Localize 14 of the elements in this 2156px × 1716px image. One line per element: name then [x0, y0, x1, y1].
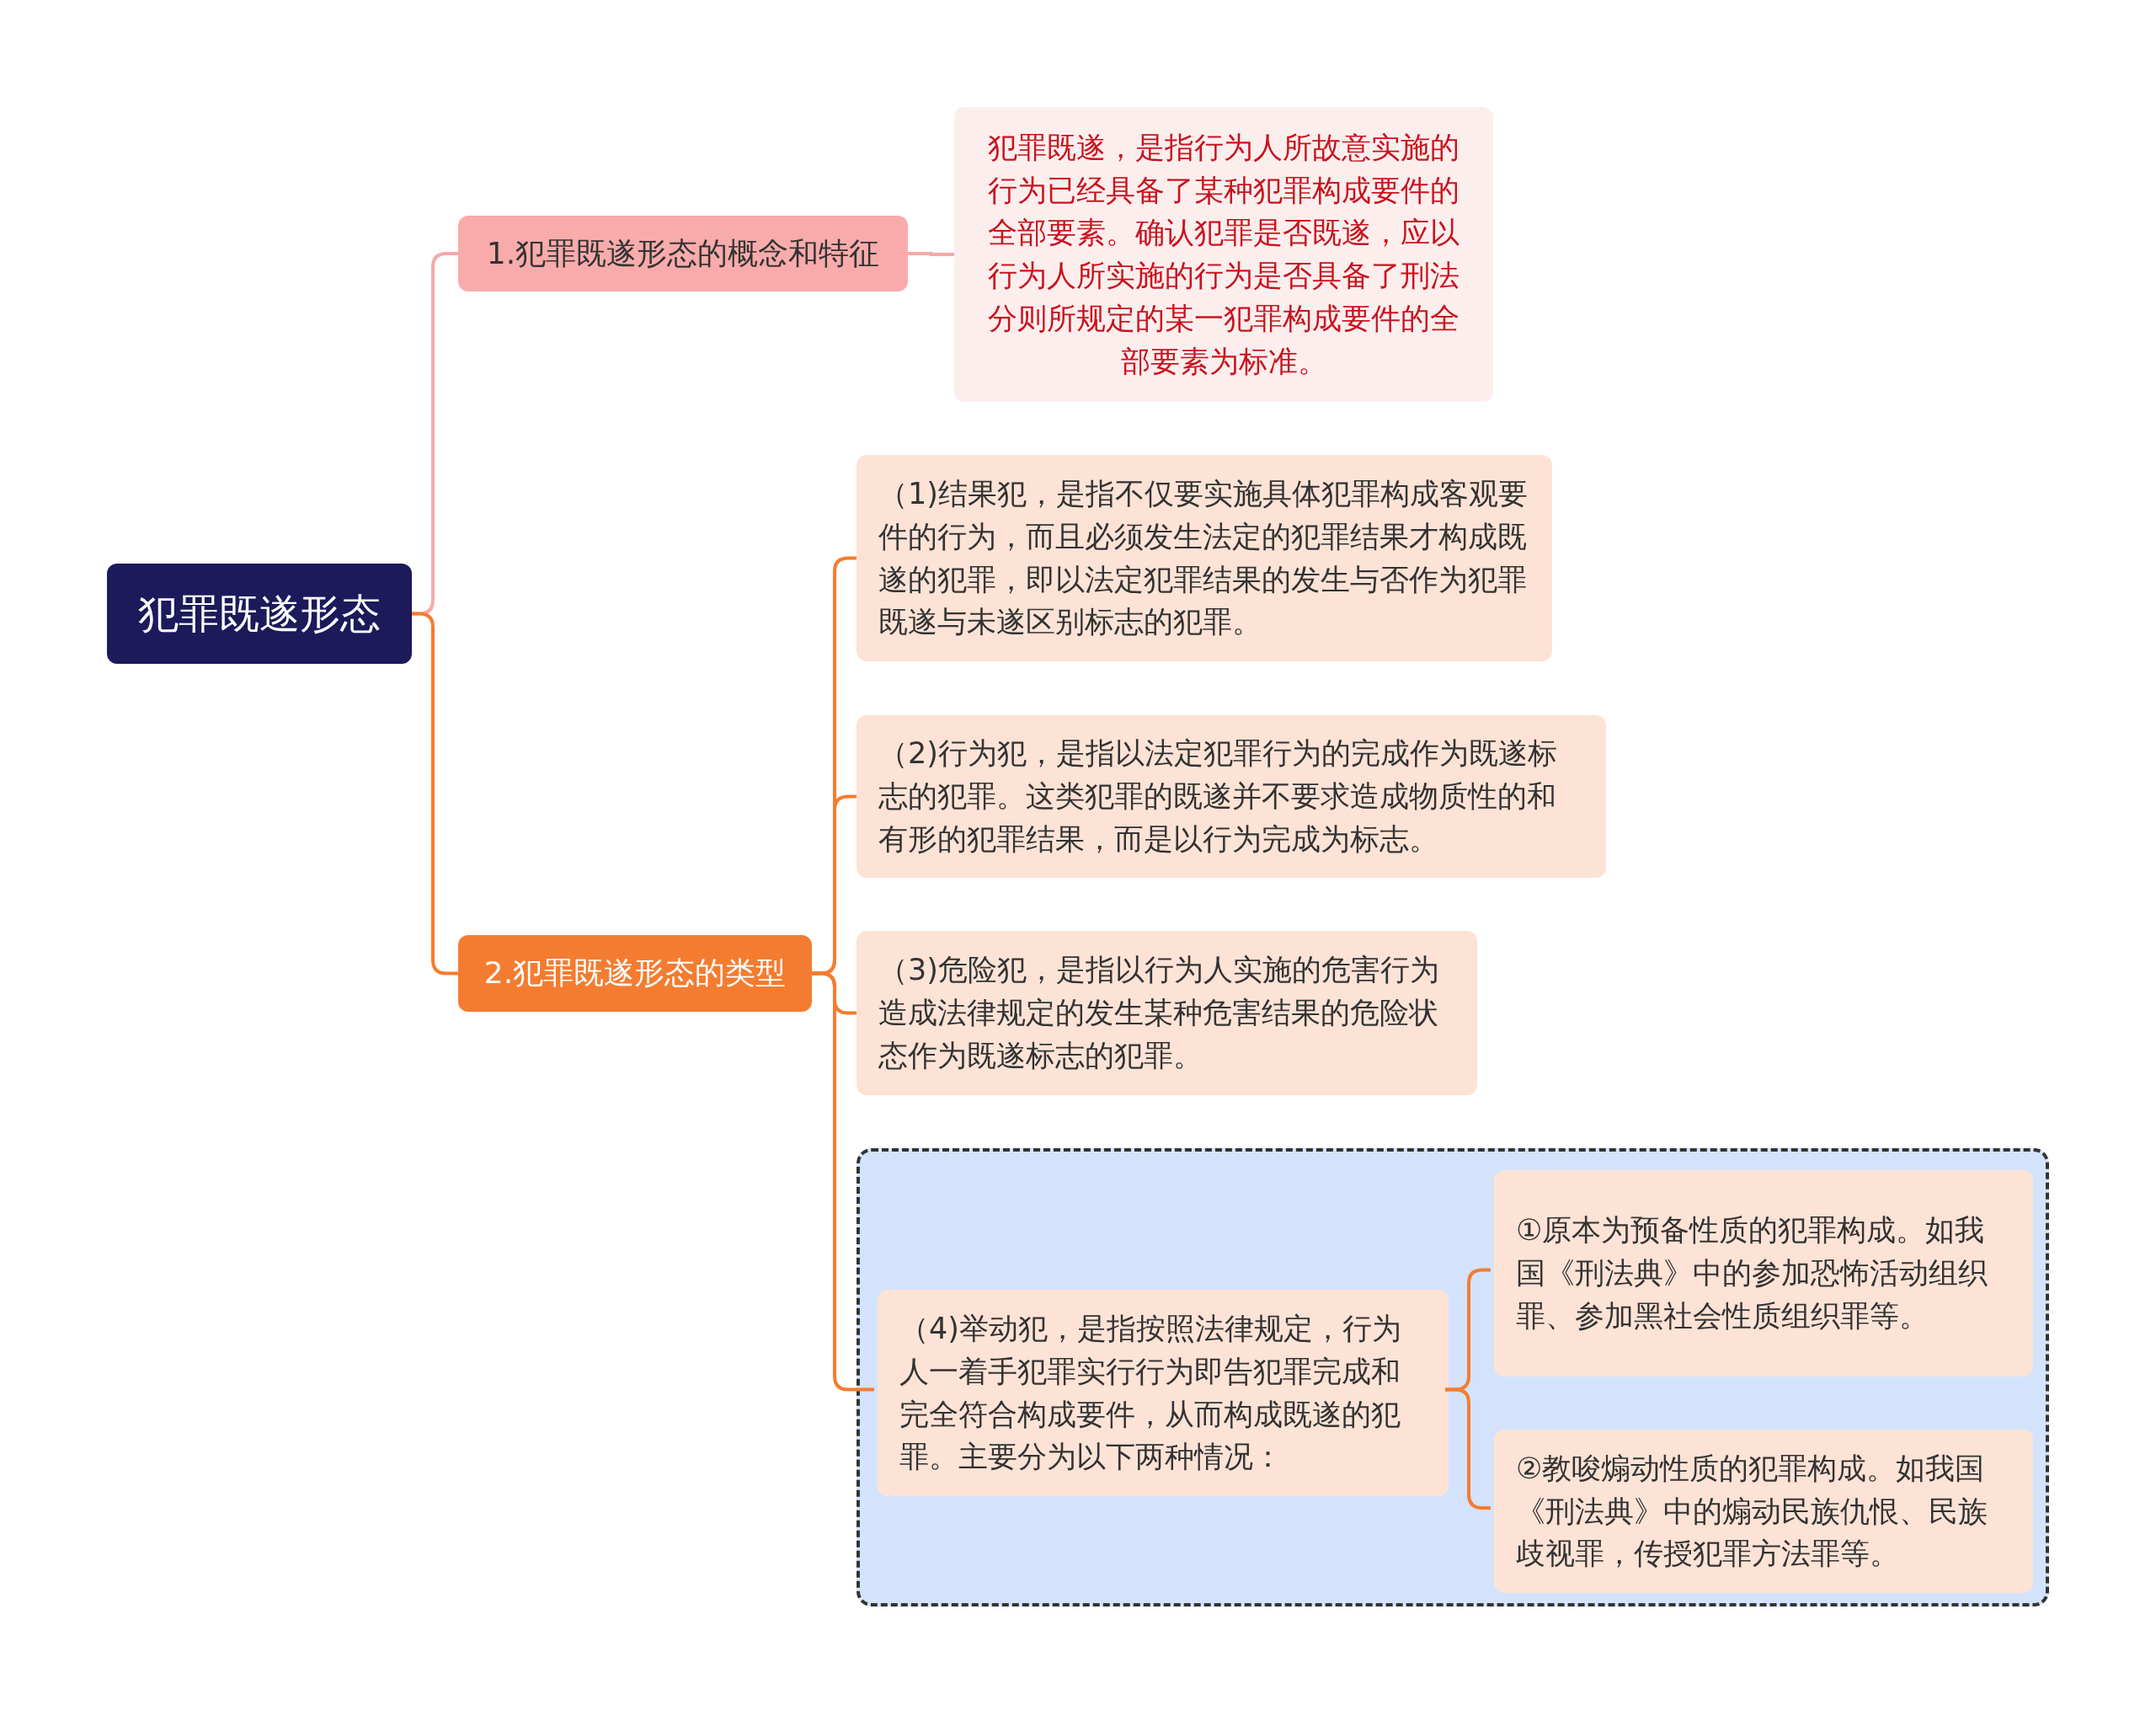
connector-line [812, 971, 874, 1392]
text-box: （2)行为犯，是指以法定犯罪行为的完成作为既遂标志的犯罪。这类犯罪的既遂并不要求造成物质性的和有形的犯罪结果，而是以行为完成为标志。 [857, 715, 1606, 878]
root-topic-box: 犯罪既遂形态 [107, 564, 412, 664]
topic-box: 1.犯罪既遂形态的概念和特征 [458, 216, 908, 291]
text-box: 犯罪既遂，是指行为人所故意实施的行为已经具备了某种犯罪构成要件的全部要素。确认犯罪是否既遂，应以行为人所实施的行为是否具备了刑法分则所规定的某一犯罪构成要件的全部要素为标准。 [954, 107, 1493, 402]
connector-line [1445, 1387, 1491, 1510]
connector-line [908, 252, 954, 256]
text-box: （1)结果犯，是指不仅要实施具体犯罪构成客观要件的行为，而且必须发生法定的犯罪结果才构成既遂的犯罪，即以法定犯罪结果的发生与否作为犯罪既遂与未遂区别标志的犯罪。 [857, 455, 1552, 661]
group-frame [857, 1148, 2049, 1606]
text-box: ②教唆煽动性质的犯罪构成。如我国《刑法典》中的煽动民族仇恨、民族歧视罪，传授犯罪方法罪等。 [1494, 1430, 2033, 1593]
text-box: （3)危险犯，是指以行为人实施的危害行为造成法律规定的发生某种危害结果的危险状态作为既遂标志的犯罪。 [857, 931, 1477, 1095]
text-box: ①原本为预备性质的犯罪构成。如我国《刑法典》中的参加恐怖活动组织罪、参加黑社会性质组织罪等。 [1494, 1170, 2033, 1377]
topic-box: 2.犯罪既遂形态的类型 [458, 935, 812, 1012]
text-box: （4)举动犯，是指按照法律规定，行为人一着手犯罪实行行为即告犯罪完成和完全符合构成要件，从而构成既遂的犯罪。主要分为以下两种情况： [878, 1290, 1449, 1496]
